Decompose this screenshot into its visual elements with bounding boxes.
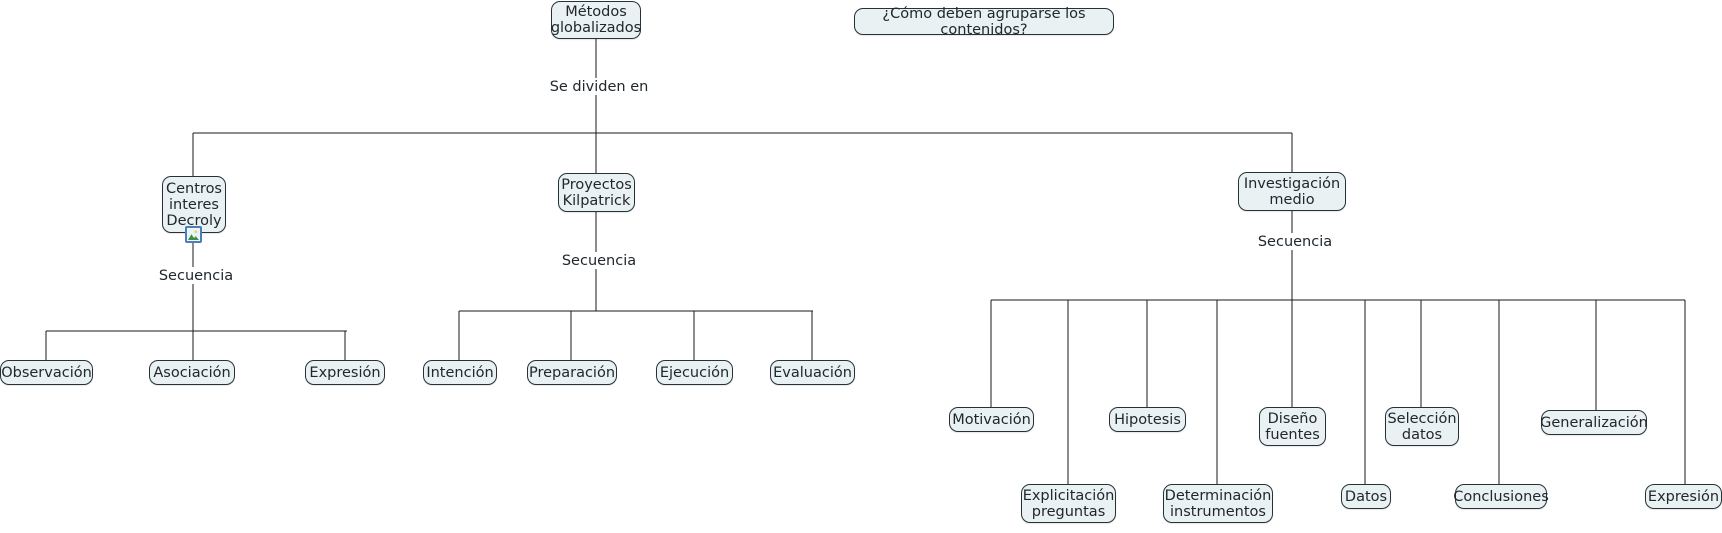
node-diseno-fuentes[interactable]: Diseño fuentes	[1259, 407, 1326, 446]
node-explicitacion-preguntas[interactable]: Explicitación preguntas	[1021, 484, 1116, 523]
node-label: ¿Cómo deben agruparse los contenidos?	[882, 5, 1086, 38]
link-label-se-dividen-en: Se dividen en	[536, 79, 662, 95]
link-label-secuencia-decroly: Secuencia	[143, 268, 249, 284]
node-label: Centros interes Decroly	[166, 180, 222, 229]
node-proyectos-kilpatrick[interactable]: Proyectos Kilpatrick	[558, 173, 635, 212]
node-label: Motivación	[952, 411, 1031, 428]
node-evaluacion[interactable]: Evaluación	[770, 360, 855, 385]
node-label: Evaluación	[773, 364, 852, 381]
node-seleccion-datos[interactable]: Selección datos	[1385, 407, 1459, 446]
link-label-secuencia-investigacion: Secuencia	[1242, 234, 1348, 250]
node-expresion-decroly[interactable]: Expresión	[305, 360, 385, 385]
node-motivacion[interactable]: Motivación	[949, 407, 1034, 432]
node-label: Ejecución	[659, 364, 730, 381]
node-label: Preparación	[528, 364, 616, 381]
node-hipotesis[interactable]: Hipotesis	[1109, 407, 1186, 432]
node-preparacion[interactable]: Preparación	[527, 360, 617, 385]
node-label: Diseño fuentes	[1265, 410, 1320, 443]
node-datos[interactable]: Datos	[1341, 484, 1391, 509]
node-label: Observación	[1, 364, 92, 381]
node-ejecucion[interactable]: Ejecución	[656, 360, 733, 385]
node-centros-interes-decroly[interactable]: Centros interes Decroly	[162, 176, 226, 233]
node-label: Explicitación preguntas	[1022, 487, 1115, 520]
node-label: Investigación medio	[1243, 175, 1341, 208]
node-label: Hipotesis	[1114, 411, 1181, 428]
node-label: Determinación instrumentos	[1164, 487, 1272, 520]
node-metodos-globalizados[interactable]: Métodos globalizados	[551, 1, 641, 39]
link-label-secuencia-kilpatrick: Secuencia	[546, 253, 652, 269]
node-label: Conclusiones	[1453, 488, 1549, 505]
node-asociacion[interactable]: Asociación	[149, 360, 235, 385]
node-investigacion-medio[interactable]: Investigación medio	[1238, 172, 1346, 211]
node-expresion-investigacion[interactable]: Expresión	[1645, 484, 1722, 509]
node-intencion[interactable]: Intención	[423, 360, 497, 385]
node-label: Generalización	[1540, 414, 1648, 431]
node-label: Datos	[1344, 488, 1388, 505]
node-label: Métodos globalizados	[550, 4, 642, 36]
node-label: Expresión	[1647, 488, 1720, 505]
image-icon[interactable]	[185, 226, 202, 243]
node-determinacion-instrumentos[interactable]: Determinación instrumentos	[1163, 484, 1273, 523]
node-question-note[interactable]: ¿Cómo deben agruparse los contenidos?	[854, 5, 1114, 38]
node-conclusiones[interactable]: Conclusiones	[1453, 484, 1549, 509]
node-label: Proyectos Kilpatrick	[561, 176, 632, 209]
node-generalizacion[interactable]: Generalización	[1540, 410, 1648, 435]
node-label: Selección datos	[1387, 410, 1457, 443]
node-label: Intención	[426, 364, 494, 381]
node-label: Expresión	[309, 364, 381, 381]
node-observacion[interactable]: Observación	[0, 360, 93, 385]
node-label: Asociación	[153, 364, 231, 381]
